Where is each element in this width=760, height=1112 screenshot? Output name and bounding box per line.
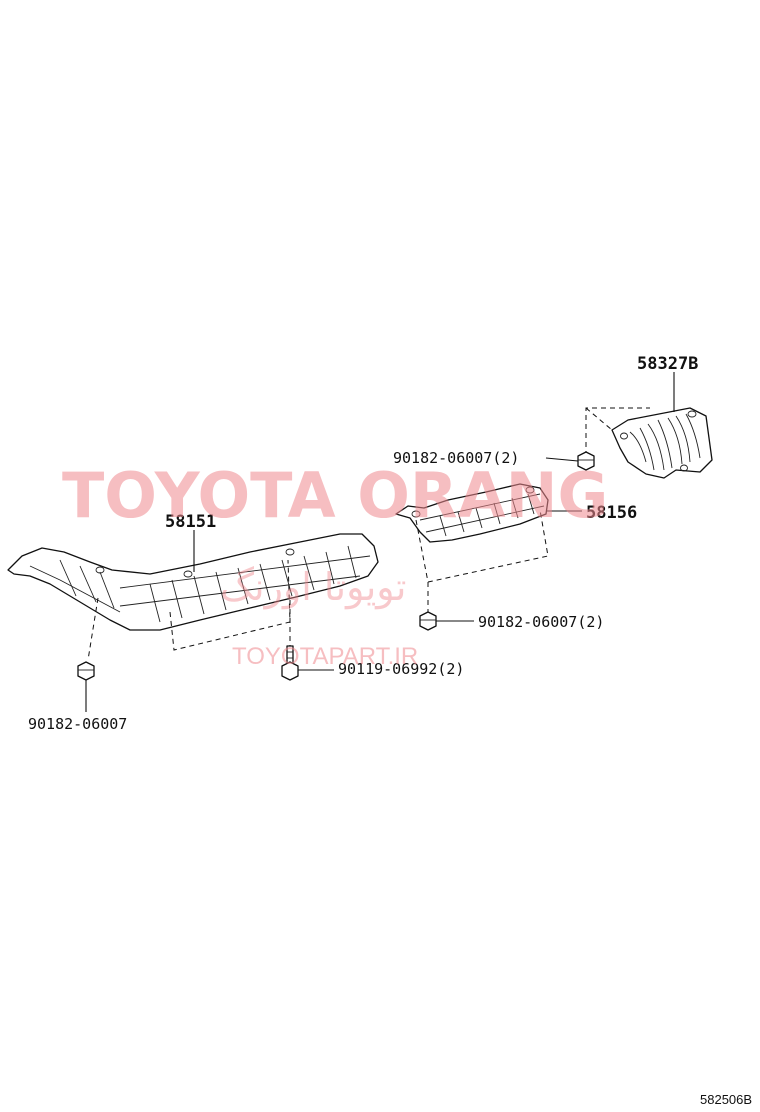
dashed-guide-58151-left	[87, 597, 99, 661]
watermark-main: TOYOTA ORANG	[62, 459, 608, 532]
heat-insulator-58151	[7, 533, 379, 631]
watermark-arabic: تویوتا اورنگ	[220, 565, 407, 610]
label-90182-left: 90182-06007	[28, 715, 127, 733]
bolt-icon	[281, 645, 299, 681]
heat-insulator-58156	[395, 483, 549, 543]
nut-icon-top	[577, 451, 595, 471]
nut-icon-left	[77, 661, 95, 681]
dashed-guide-58151	[169, 559, 291, 651]
label-90182-top: 90182-06007(2)	[393, 449, 519, 467]
dashed-guide-58156	[415, 509, 549, 583]
reference-code: 582506B	[700, 1092, 752, 1107]
label-58156: 58156	[586, 503, 637, 523]
label-90119: 90119-06992(2)	[338, 660, 464, 678]
dashed-guide-58327b-b	[585, 407, 613, 431]
watermark-url: TOYOTAPART.IR	[232, 643, 418, 670]
nut-icon-right	[419, 611, 437, 631]
label-58327b: 58327B	[637, 354, 698, 374]
label-90182-right: 90182-06007(2)	[478, 613, 604, 631]
bracket-58327b	[611, 407, 713, 479]
label-58151: 58151	[165, 512, 216, 532]
leader-90182-top	[545, 457, 579, 462]
